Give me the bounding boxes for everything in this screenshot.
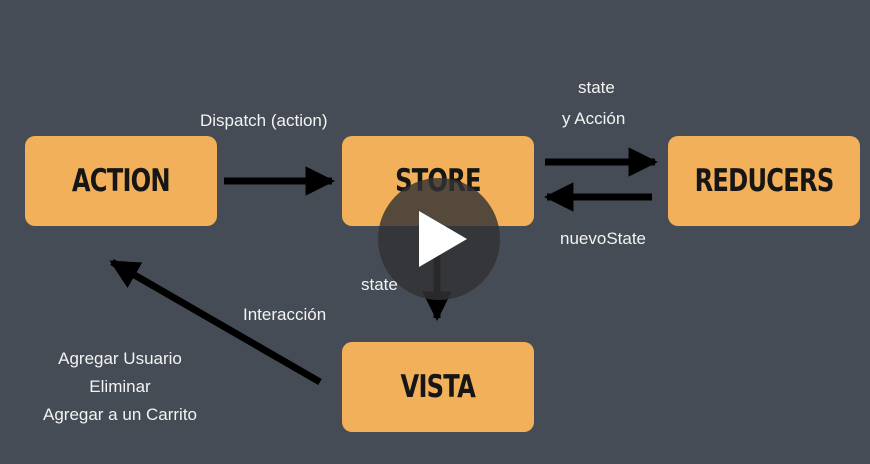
play-button[interactable]: [378, 178, 500, 300]
vista-node: VISTA: [342, 342, 534, 432]
actions-list-item-2: Eliminar: [89, 377, 151, 396]
arrow-vista-to-action: [109, 258, 322, 386]
action-node-label: ACTION: [71, 163, 171, 199]
actions-list-item-3: Agregar a un Carrito: [42, 405, 198, 424]
state-down-label: state: [361, 275, 398, 294]
reducers-node: REDUCERS: [668, 136, 860, 226]
action-node: ACTION: [25, 136, 217, 226]
interaccion-label: Interacción: [243, 305, 327, 324]
dispatch-label: Dispatch (action): [200, 111, 328, 130]
nuevo-state-label: nuevoState: [560, 229, 647, 248]
actions-list-item-1: Agregar Usuario: [58, 349, 182, 368]
y-accion-label: y Acción: [562, 109, 626, 128]
play-icon: [419, 211, 467, 267]
state-top-label: state: [578, 78, 615, 97]
vista-node-label: VISTA: [400, 369, 476, 405]
reducers-node-label: REDUCERS: [694, 163, 835, 199]
